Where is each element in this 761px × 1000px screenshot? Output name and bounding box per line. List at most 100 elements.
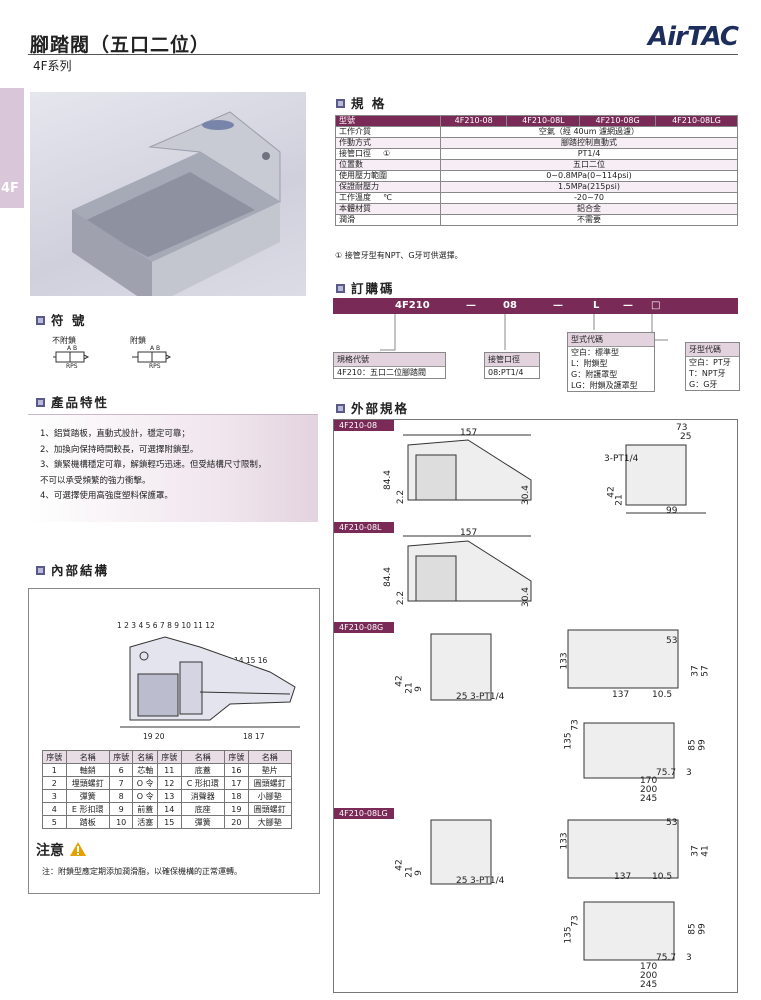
dim-drawing-08G xyxy=(430,629,679,779)
parts-cell: 5 xyxy=(42,815,67,829)
spec-row: 作動方式腳踏控制直動式 xyxy=(335,137,738,149)
parts-header-cell: 名稱 xyxy=(65,750,110,764)
parts-header-cell: 序號 xyxy=(108,750,134,764)
dim-value: 25 xyxy=(456,876,468,886)
features-heading: 產品特性 xyxy=(36,392,109,411)
symbol-locked-label: 附鎖 xyxy=(130,336,146,345)
spec-row-value: 0~0.8MPa(0~114psi) xyxy=(440,170,738,182)
spec-row-value: PT1/4 xyxy=(440,148,738,160)
internal-heading: 內部結構 xyxy=(36,560,109,579)
dim-label-08G: 4F210-08G xyxy=(334,622,394,633)
symbol-locked-ports-top: A B xyxy=(150,345,161,352)
callout-numbers-top: 1 2 3 4 5 6 7 8 9 10 11 12 xyxy=(117,621,215,630)
parts-cell: 芯軸 xyxy=(132,763,158,777)
caution-note: 注：附鎖型應定期添加潤滑脂，以確保機構的正常運轉。 xyxy=(42,867,242,876)
spec-header-cell: 4F210-08G xyxy=(579,115,656,127)
spec-row-label: 潤滑 xyxy=(335,214,441,226)
order-code-dash: — xyxy=(623,300,633,311)
order-code-thread: □ xyxy=(651,300,661,311)
dim-value: 135 xyxy=(563,732,574,750)
side-tab-label: 4F xyxy=(1,181,19,196)
dim-value: 30.4 xyxy=(521,484,532,506)
parts-cell: 6 xyxy=(108,763,134,777)
dim-value: 3-PT1/4 xyxy=(604,454,639,464)
symbol-unlocked-label: 不附鎖 xyxy=(52,336,76,345)
parts-cell: 10 xyxy=(108,815,134,829)
parts-cell: 軸銷 xyxy=(65,763,110,777)
spec-heading: 規 格 xyxy=(336,93,386,112)
parts-cell: 18 xyxy=(224,789,249,803)
callout-numbers-bottom-right: 18 17 xyxy=(243,732,265,741)
dim-value: 42 xyxy=(394,675,405,687)
order-code-dash: — xyxy=(553,300,563,311)
parts-cell: 16 xyxy=(224,763,249,777)
dim-value: 10.5 xyxy=(652,690,673,700)
parts-cell: E 形扣環 xyxy=(65,802,110,816)
parts-cell: 20 xyxy=(224,815,249,829)
dim-value: 137 xyxy=(614,872,632,882)
spec-row-label: 本體材質 xyxy=(335,203,441,215)
parts-cell: 活塞 xyxy=(132,815,158,829)
dim-drawing-08LG xyxy=(430,819,679,961)
dim-value: 21 xyxy=(614,494,625,506)
parts-cell: 前蓋 xyxy=(132,802,158,816)
spec-row-label: 使用壓力範圍 xyxy=(335,170,441,182)
dim-value: 73 xyxy=(676,423,688,433)
parts-cell: 12 xyxy=(157,776,182,790)
dim-value: 57 xyxy=(700,665,711,677)
dim-value: 53 xyxy=(666,636,678,646)
valve-symbols xyxy=(53,351,172,363)
dim-value: 84.4 xyxy=(383,469,394,491)
parts-header-cell: 名稱 xyxy=(180,750,226,764)
spec-row-value: 1.5MPa(215psi) xyxy=(440,181,738,193)
spec-row-value: 鋁合金 xyxy=(440,203,738,215)
parts-cell: 圓頭螺釘 xyxy=(247,802,293,816)
spec-row-value: 不需要 xyxy=(440,214,738,226)
dim-value: 9 xyxy=(413,870,424,876)
parts-cell: C 形扣環 xyxy=(180,776,226,790)
spec-row-mark: ℃ xyxy=(383,193,392,202)
spec-row-value: 空氣（經 40um 濾網過濾） xyxy=(440,126,738,138)
dim-value: 84.4 xyxy=(383,566,394,588)
parts-cell: 8 xyxy=(108,789,134,803)
spec-row: 工作介質空氣（經 40um 濾網過濾） xyxy=(335,126,738,138)
feature-item: 1、鋁質踏板，直動式設計，穩定可靠； xyxy=(40,429,190,439)
side-tab[interactable]: 4F xyxy=(0,88,24,208)
parts-cell: 1 xyxy=(42,763,67,777)
spec-row-label: 位置數 xyxy=(335,159,441,171)
order-code-port: 08 xyxy=(503,300,517,311)
dim-value: 2.2 xyxy=(396,489,407,505)
order-port-box: 接管口徑 08:PT1/4 xyxy=(484,352,540,379)
dim-value: 170 xyxy=(640,776,658,786)
dim-value: 85 xyxy=(687,739,698,751)
dim-value: 157 xyxy=(460,528,478,538)
dim-value: 30.4 xyxy=(521,586,532,608)
parts-header-cell: 序號 xyxy=(42,750,67,764)
parts-cell: 9 xyxy=(108,802,134,816)
parts-cell: O 令 xyxy=(132,789,158,803)
features-box: 1、鋁質踏板，直動式設計，穩定可靠； 2、加換向保持時間較長，可選擇附鎖型。 3… xyxy=(28,414,318,522)
spec-row-label: 作動方式 xyxy=(335,137,441,149)
parts-cell: 大腳墊 xyxy=(247,815,293,829)
dim-value: 37 xyxy=(690,665,701,677)
dimensions-heading: 外部規格 xyxy=(336,398,409,417)
dim-value: 99 xyxy=(697,739,708,751)
parts-cell: 小腳墊 xyxy=(247,789,293,803)
spec-row-value: 腳踏控制直動式 xyxy=(440,137,738,149)
spec-row: 位置數五口二位 xyxy=(335,159,738,171)
spec-header-cell: 4F210-08 xyxy=(439,115,508,127)
dim-value: 133 xyxy=(559,652,570,670)
order-code-type: L xyxy=(593,300,600,311)
parts-cell: 彈簧 xyxy=(180,815,226,829)
dim-value: 85 xyxy=(687,923,698,935)
dim-value: 245 xyxy=(640,794,658,804)
dim-value: 200 xyxy=(640,971,658,981)
spec-row-label: 工作溫度℃ xyxy=(335,192,441,204)
parts-cell: 7 xyxy=(108,776,134,790)
page-title: 腳踏閥（五口二位） xyxy=(30,34,211,56)
